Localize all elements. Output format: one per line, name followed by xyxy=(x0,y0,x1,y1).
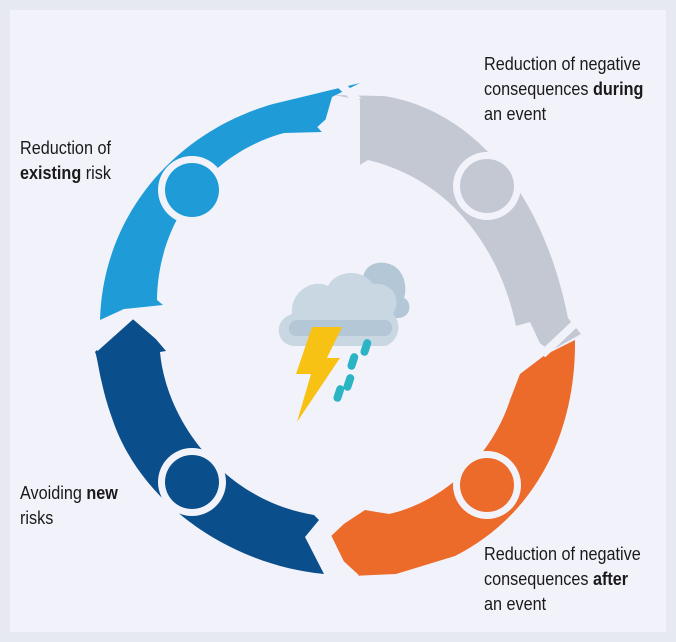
segment-new-risks xyxy=(95,311,324,574)
gap-right xyxy=(504,315,584,358)
label-during-event: Reduction of negative consequences durin… xyxy=(484,54,644,124)
label-after-event: Reduction of negative consequences after… xyxy=(484,544,641,614)
node-new xyxy=(165,455,219,509)
gap-top xyxy=(317,63,361,133)
node-during xyxy=(460,159,514,213)
storm-cloud-icon xyxy=(278,262,410,422)
segment-during-event xyxy=(334,95,581,354)
node-existing xyxy=(165,163,219,217)
gap-bottom xyxy=(312,504,359,581)
segment-after-event xyxy=(330,340,576,576)
node-after xyxy=(460,458,514,512)
segment-existing-risk xyxy=(100,83,360,320)
label-existing-risk: Reduction of existing risk xyxy=(20,138,111,183)
gap-left xyxy=(92,308,173,351)
label-new-risks: Avoiding new risks xyxy=(20,483,118,528)
